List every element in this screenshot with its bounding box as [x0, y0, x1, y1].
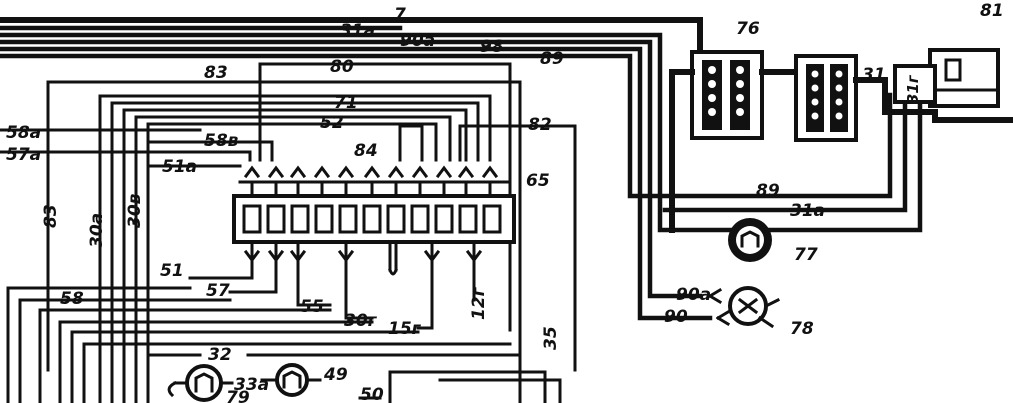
- fuse-block-65: [232, 194, 516, 244]
- component-center-block: [794, 54, 888, 142]
- bottom-lamps: [167, 363, 322, 402]
- top-wire-bundle: [0, 17, 893, 321]
- component-78: [707, 286, 781, 329]
- label-w7: 7: [394, 5, 406, 25]
- label-w90: 90: [664, 307, 688, 327]
- fuse-bottom-wires: [6, 240, 562, 403]
- label-w50: 50: [360, 385, 384, 403]
- label-w58: 58: [60, 289, 84, 309]
- label-w31: 31: [862, 65, 886, 85]
- label-w30g: 30г: [344, 311, 378, 331]
- label-w32: 32: [208, 345, 232, 365]
- label-w71: 71: [334, 93, 358, 113]
- label-w89-bottom: 89: [756, 181, 780, 201]
- label-w58a: 58a: [6, 123, 41, 143]
- lamp-left-symbol: [185, 364, 223, 402]
- label-w49: 49: [323, 365, 348, 385]
- label-w55: 55: [300, 297, 324, 317]
- label-ref79: 79: [226, 388, 250, 403]
- label-w90a-bottom: 90a: [676, 285, 711, 305]
- lamp-right-symbol: [275, 363, 309, 397]
- label-w82: 82: [528, 115, 552, 135]
- label-w30a: 30a: [87, 213, 107, 248]
- fuse-top-terminals: [238, 165, 512, 198]
- label-ref77: 77: [794, 245, 818, 265]
- label-w31a-bottom: 31a: [790, 201, 825, 221]
- label-ref76: 76: [736, 19, 760, 39]
- label-w58b: 58в: [204, 131, 239, 151]
- wire-labels: 7 31a 90a 98 89 83 80 71 52 82 58a 58в 5…: [6, 1, 1004, 403]
- label-ref81: 81: [980, 1, 1004, 21]
- label-w83-top: 83: [204, 63, 228, 83]
- label-w51a: 51a: [162, 157, 197, 177]
- label-w31a-top: 31a: [340, 21, 375, 41]
- inner-wire-bundle: [0, 62, 577, 403]
- component-81: [662, 48, 1013, 233]
- label-w51: 51: [160, 261, 184, 281]
- label-w15g: 15г: [388, 319, 422, 339]
- component-76: [669, 50, 801, 233]
- label-w83-left: 83: [41, 204, 61, 228]
- label-w80: 80: [330, 57, 354, 77]
- component-77: [728, 218, 772, 262]
- label-w57a: 57a: [6, 145, 41, 165]
- label-w33a: 33a: [234, 375, 269, 395]
- label-w84: 84: [354, 141, 378, 161]
- fuse-elements: [242, 204, 502, 234]
- label-w30b: 30в: [125, 193, 145, 228]
- label-w35: 35: [541, 326, 561, 350]
- label-w89-top: 89: [540, 49, 564, 69]
- label-ref78: 78: [790, 319, 814, 339]
- label-w52: 52: [320, 113, 344, 133]
- label-w90a-top: 90a: [400, 31, 435, 51]
- label-w31g: 31г: [904, 74, 922, 104]
- label-w98: 98: [480, 37, 504, 57]
- label-ref65: 65: [526, 171, 550, 191]
- label-w57: 57: [206, 281, 230, 301]
- label-w12g: 12г: [469, 286, 489, 320]
